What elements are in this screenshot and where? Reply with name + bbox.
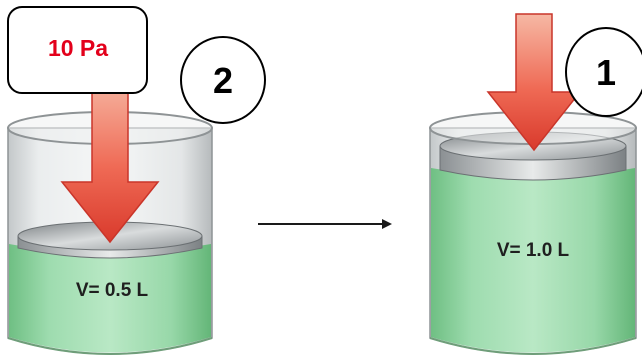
step-badge-1: 1 (565, 27, 642, 117)
step-badge-2: 2 (180, 36, 266, 124)
left-volume-label: V= 0.5 L (76, 280, 149, 301)
right-cylinder-liquid (431, 168, 635, 353)
left-cylinder-liquid (9, 244, 211, 353)
step-number-2: 2 (213, 60, 233, 101)
right-arrow-icon (258, 219, 392, 229)
right-volume-label: V= 1.0 L (497, 240, 570, 261)
down-arrow-icon-right (486, 13, 582, 152)
pressure-label: 10 Pa (48, 35, 108, 61)
step-number-1: 1 (596, 52, 616, 93)
right-cylinder: V= 1.0 L (429, 111, 637, 355)
pressure-box: 10 Pa (7, 6, 148, 94)
